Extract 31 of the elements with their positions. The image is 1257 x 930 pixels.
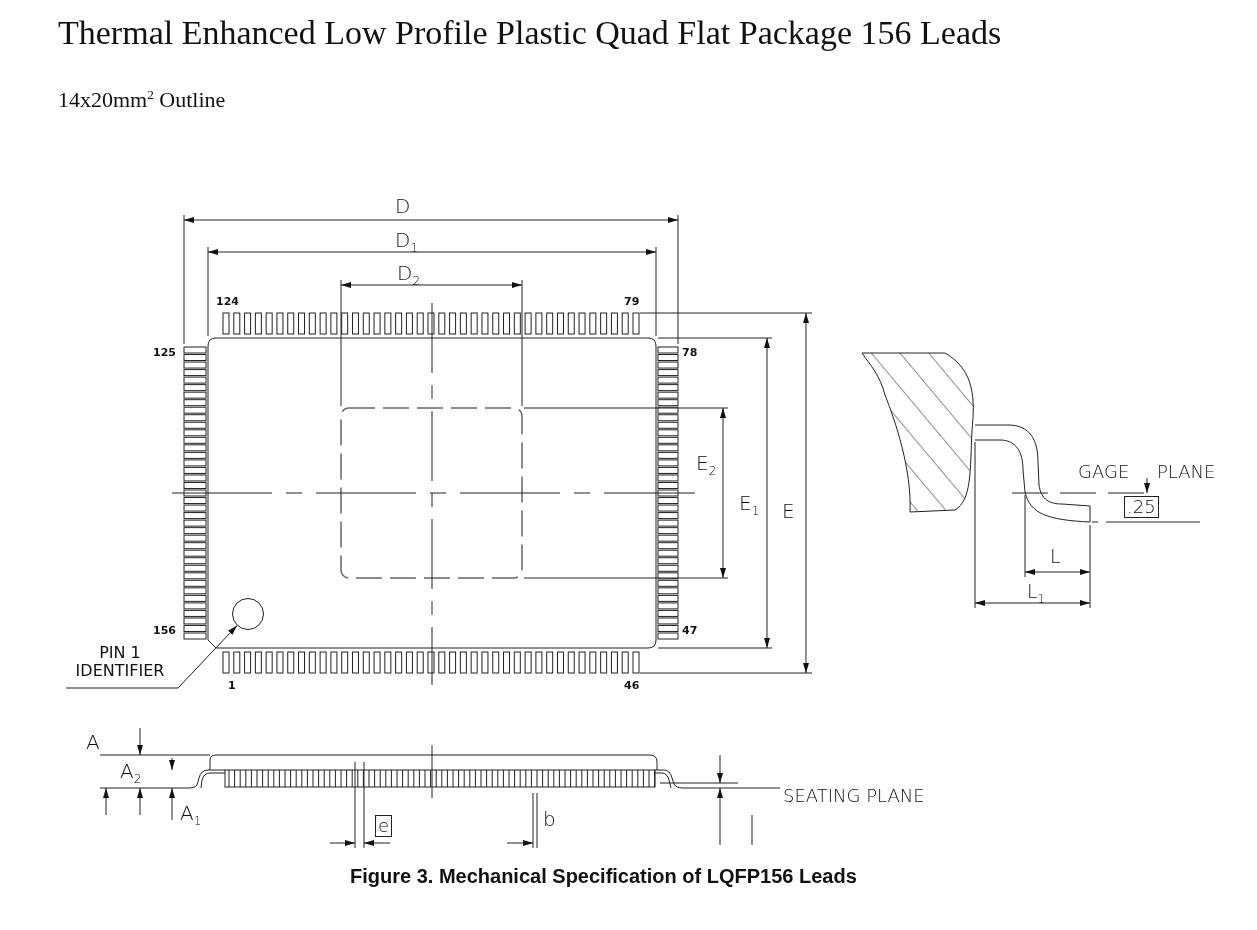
- dimension-label: D: [395, 195, 411, 217]
- dimension-label: PLANE: [1157, 462, 1216, 482]
- dimension-label: E: [782, 500, 795, 522]
- leader-line: [65, 625, 238, 689]
- pin-1-identifier-dot: [232, 598, 264, 630]
- dimension-value: e: [375, 815, 393, 837]
- pin-number: 46: [624, 680, 640, 693]
- title: Thermal Enhanced Low Profile Plastic Quad Flat Package 156 Leads: [58, 14, 1002, 52]
- pin-number: 78: [682, 347, 698, 360]
- dimension-label: SEATING PLANE: [783, 786, 925, 806]
- pin-number: 124: [216, 296, 239, 309]
- dimension-label: L$_{1}$: [1027, 581, 1045, 606]
- pin-number: 79: [624, 296, 640, 309]
- dimension-label: GAGE: [1078, 462, 1130, 482]
- pin-number: 1: [228, 680, 236, 693]
- dimension-label: D$_{2}$: [397, 262, 421, 289]
- pin-number: 47: [682, 625, 698, 638]
- callout-label: PIN 1 IDENTIFIER: [66, 644, 174, 684]
- dimension-value: .25: [1124, 496, 1159, 518]
- dimension-label: A: [86, 731, 100, 753]
- dimension-label: E$_{1}$: [739, 492, 760, 519]
- dimension-label: A$_{2}$: [120, 760, 142, 787]
- dimension-label: D$_{1}$: [395, 229, 419, 256]
- dimension-label: b: [543, 808, 556, 830]
- caption: Figure 3. Mechanical Specification of LQFP156 Leads: [350, 865, 857, 887]
- pin-number: 156: [153, 625, 176, 638]
- dimension-label: E$_{2}$: [696, 452, 717, 479]
- pin-number: 125: [153, 347, 176, 360]
- subtitle: 14x20mm$^{2}$ Outline: [58, 88, 226, 113]
- dimension-label: A$_{1}$: [180, 802, 202, 829]
- dimension-label: L: [1050, 546, 1061, 567]
